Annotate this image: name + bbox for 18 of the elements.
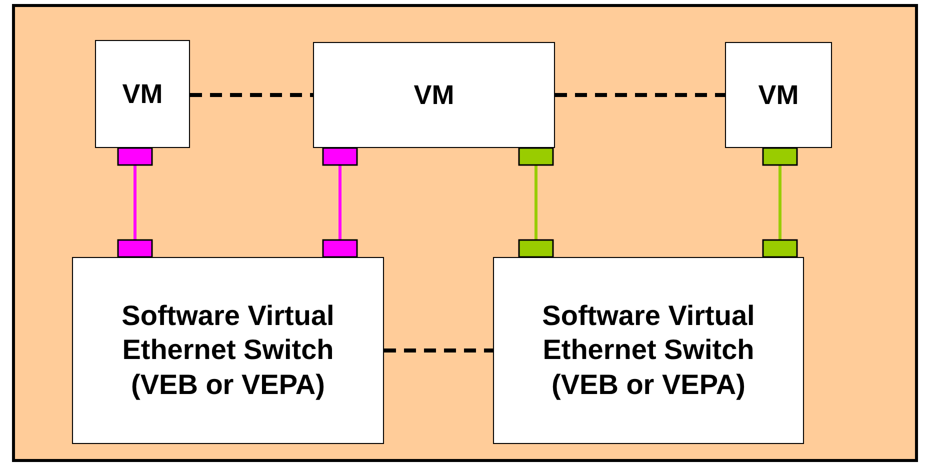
- vm-box: [95, 40, 190, 148]
- panel-background: [12, 4, 918, 462]
- vm-label: VM: [122, 78, 163, 110]
- vm-label: VM: [758, 80, 799, 110]
- port-link: [117, 147, 153, 258]
- dashed-line: [190, 93, 313, 97]
- port-link: [762, 147, 798, 258]
- switch-box: [493, 257, 804, 444]
- dashed-line: [555, 93, 725, 97]
- dashed-line: [384, 348, 493, 352]
- switch-label: Software Virtual Ethernet Switch (VEB or VEPA): [541, 299, 756, 402]
- vm-label: VM: [414, 80, 454, 110]
- vm-box: [725, 42, 832, 148]
- vm-box: [313, 42, 555, 148]
- port-link: [322, 147, 358, 258]
- switch-box: [72, 257, 384, 444]
- port-link: [518, 147, 554, 258]
- switch-label: Software Virtual Ethernet Switch (VEB or VEPA): [120, 299, 336, 402]
